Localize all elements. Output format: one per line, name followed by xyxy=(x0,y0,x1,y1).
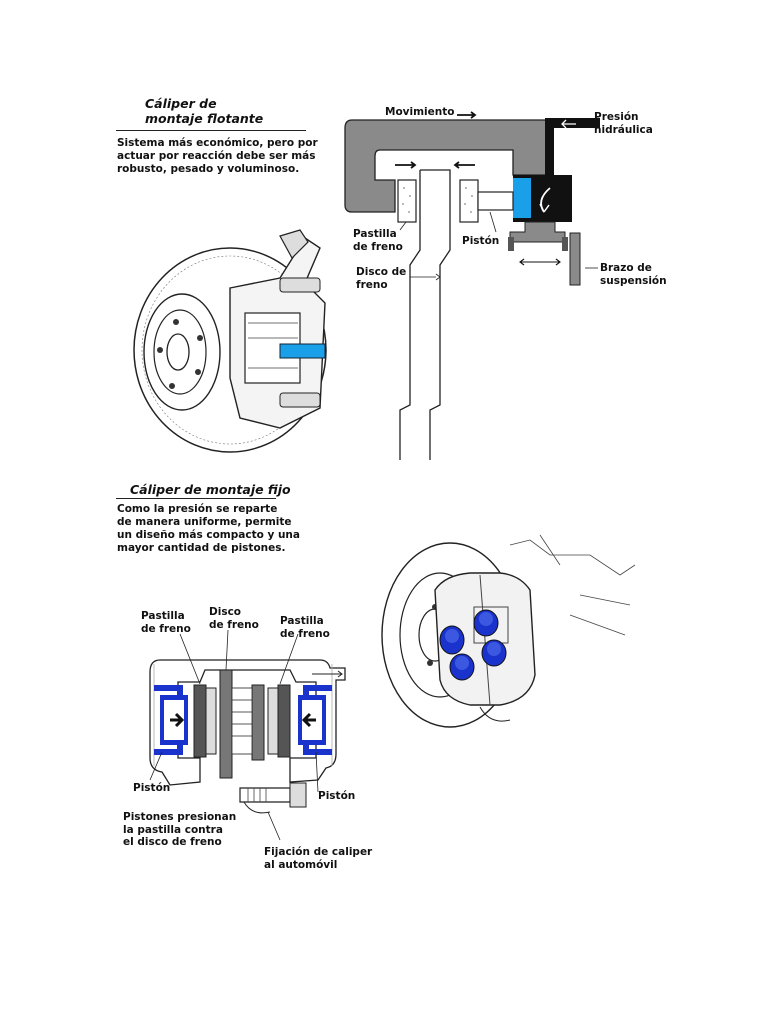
label-piston: Pistón xyxy=(462,235,500,247)
label-brake-pad: Pastilla de freno xyxy=(353,228,403,253)
label-fixed-disc: Disco de freno xyxy=(209,606,259,631)
label-suspension-arm: Brazo de suspensión xyxy=(600,262,667,287)
floating-description: Sistema más económico, pero por actuar p… xyxy=(117,137,318,175)
label-hydraulic-pressure: Presión hidráulica xyxy=(594,111,653,136)
fixed-description: Como la presión se reparte de manera uni… xyxy=(117,503,300,554)
label-brake-disc: Disco de freno xyxy=(356,266,407,291)
floating-caliper-schematic xyxy=(344,111,600,460)
fixed-caliper-schematic xyxy=(149,629,346,841)
label-movement: Movimiento xyxy=(385,106,455,118)
label-fixed-piston-right: Pistón xyxy=(318,790,356,802)
label-caliper-mount: Fijación de caliper al automóvil xyxy=(264,846,373,871)
label-pistons-press: Pistones presionan la pastilla contra el… xyxy=(123,811,237,848)
floating-caliper-illustration xyxy=(133,229,327,453)
label-fixed-pad-left: Pastilla de freno xyxy=(141,610,191,635)
floating-title: Cáliper de montaje flotante xyxy=(145,96,264,126)
label-fixed-pad-right: Pastilla de freno xyxy=(280,615,330,640)
floating-title-rule xyxy=(116,130,306,131)
fixed-caliper-illustration xyxy=(381,534,636,728)
label-fixed-piston-left: Pistón xyxy=(133,782,171,794)
fixed-title: Cáliper de montaje fijo xyxy=(130,482,291,497)
fixed-title-rule xyxy=(116,498,276,499)
